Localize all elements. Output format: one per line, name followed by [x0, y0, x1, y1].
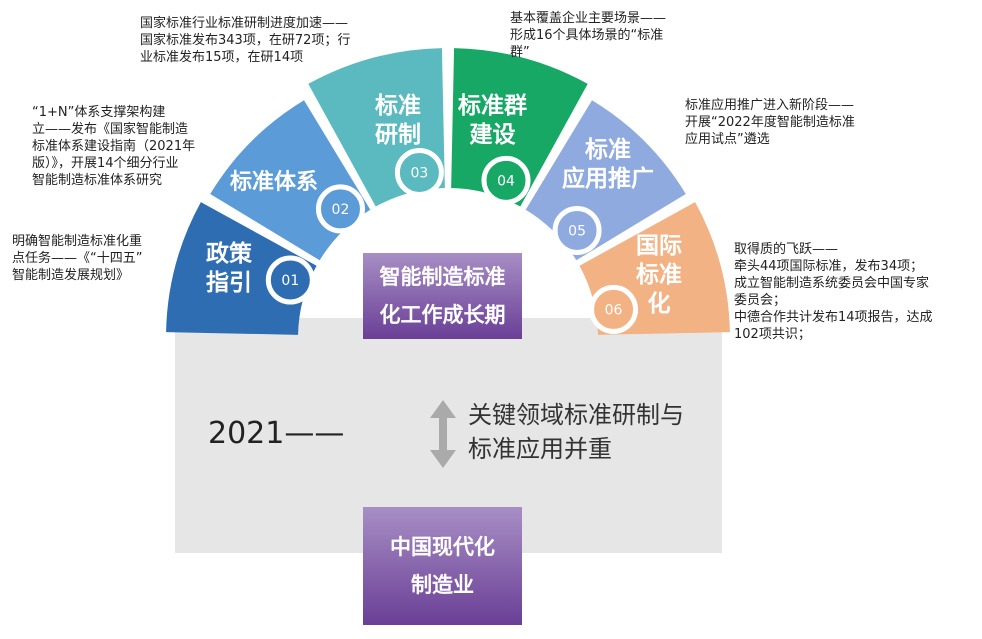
note-01: 明确智能制造标准化重 点任务——《“十四五” 智能制造发展规划》: [12, 234, 143, 283]
note-02: “1+N”体系支撑架构建 立——发布《国家智能制造 标准体系建设指南（2021年…: [32, 105, 196, 188]
center-top-box: 智能制造标准 化工作成长期: [363, 253, 522, 339]
segment-label-06: 国际 标准 化: [636, 233, 682, 317]
note-06: 取得质的飞跃—— 牵头44项国际标准，发布34项； 成立智能制造系统委员会中国专…: [734, 242, 933, 342]
note-03: 国家标准行业标准研制进度加速—— 国家标准发布343项，在研72项；行 业标准发…: [140, 16, 351, 65]
segment-label-03: 标准 研制: [375, 93, 421, 148]
note-04: 基本覆盖企业主要场景—— 形成16个具体场景的“标准 群”: [510, 11, 667, 60]
segment-badge-03: [394, 147, 444, 197]
segment-label-01: 政策 指引: [206, 241, 252, 296]
segment-badge-06: [589, 284, 639, 334]
segment-number-04: 04: [497, 173, 515, 189]
note-05: 标准应用推广进入新阶段—— 开展“2022年度智能制造标准 应用试点”遴选: [685, 98, 855, 147]
focus-text: 关键领域标准研制与 标准应用并重: [468, 401, 684, 463]
segment-badge-02: [315, 184, 365, 234]
segment-number-02: 02: [332, 202, 350, 218]
segment-label-05: 标准 应用推广: [562, 137, 654, 192]
year-label: 2021——: [208, 416, 345, 451]
segment-badge-01: [265, 255, 315, 305]
segment-01: [166, 202, 317, 335]
segment-number-03: 03: [410, 165, 428, 181]
segment-number-06: 06: [605, 302, 623, 318]
segment-number-05: 05: [568, 223, 586, 239]
segment-badge-05: [552, 205, 602, 255]
segment-04: [451, 48, 588, 207]
segment-label-02: 标准体系: [230, 170, 319, 195]
segment-number-01: 01: [281, 273, 299, 289]
segment-badge-04: [481, 155, 531, 205]
segment-label-04: 标准群 建设: [458, 93, 527, 148]
center-bottom-box: 中国现代化 制造业: [363, 507, 522, 625]
